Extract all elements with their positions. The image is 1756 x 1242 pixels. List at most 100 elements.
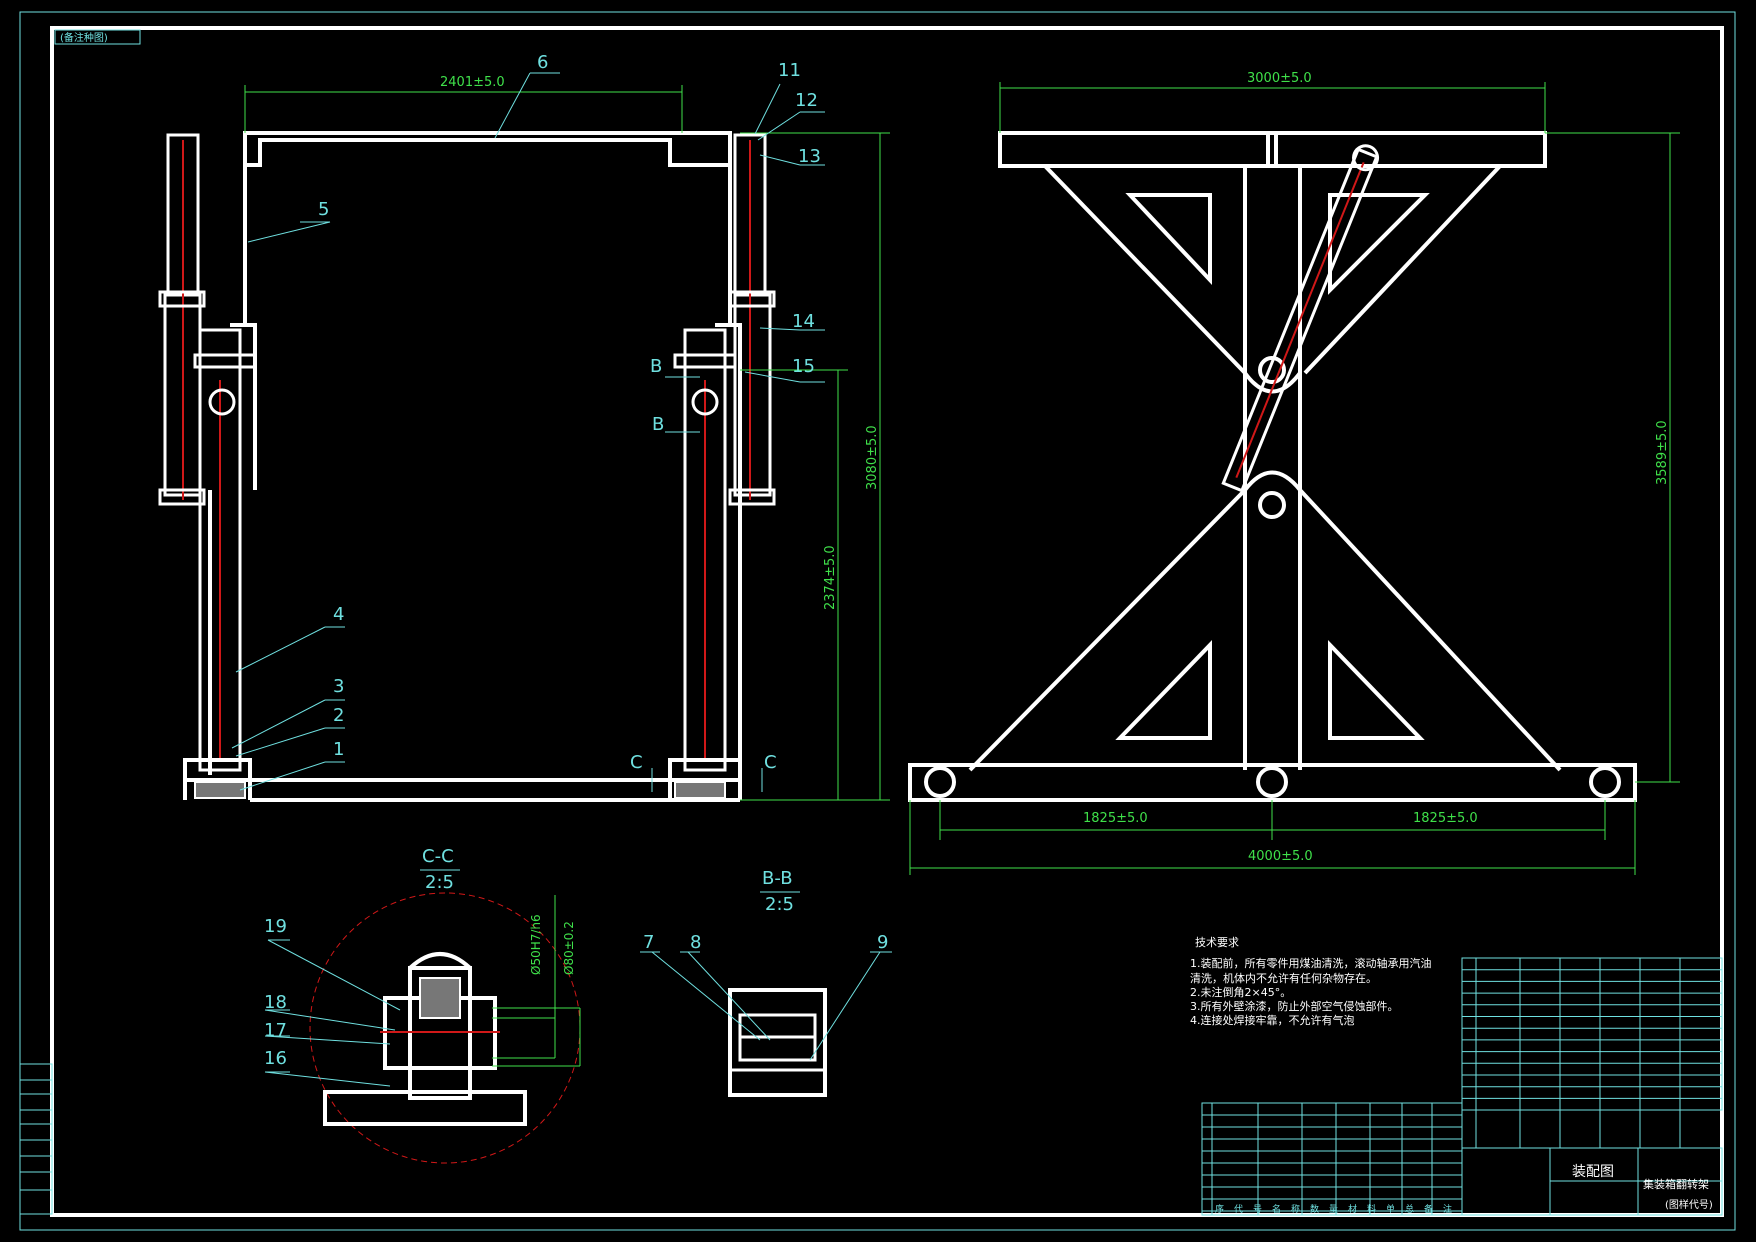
cc-dims	[492, 895, 581, 1067]
front-part-numbers: 6 5 4 3 2 1 11 12 13 14 15 B B C C	[318, 52, 821, 773]
dim-top-width-right: 3000±5.0	[1247, 71, 1312, 86]
part-number: 4	[333, 604, 344, 625]
product-name: 集装箱翻转架	[1643, 1177, 1709, 1191]
left-collar-top	[158, 290, 206, 308]
table-header-cell: 材	[1348, 1203, 1357, 1215]
bb-housing	[728, 988, 827, 1097]
parts-list-lower	[1201, 1102, 1463, 1216]
lower-left-window	[1115, 640, 1212, 740]
section-mark-b: B	[650, 356, 662, 377]
front-dims	[244, 85, 890, 801]
table-header-cell: 料	[1367, 1203, 1376, 1215]
bb-scale: 2:5	[765, 894, 794, 915]
side-view: 3000±5.0 3589±5.0 1825±5.0 1825±5.0 4000…	[908, 71, 1680, 875]
table-header-cell: 名	[1272, 1203, 1281, 1215]
dim-height-right: 3589±5.0	[1655, 420, 1670, 485]
cc-base-plate	[323, 1090, 527, 1126]
front-view: 2401±5.0 3080±5.0 2374±5.0 6 5 4 3 2	[158, 52, 890, 802]
table-header-cell: 单	[1386, 1203, 1395, 1215]
part-number: 13	[798, 146, 821, 167]
pivot-upper	[1258, 356, 1286, 384]
part-number: 8	[690, 932, 701, 953]
section-mark-c: C	[630, 752, 643, 773]
table-header-cell: 称	[1291, 1203, 1300, 1215]
corner-tag-box	[54, 29, 141, 45]
section-mark-b: B	[652, 414, 664, 435]
right-base-block	[674, 781, 726, 799]
part-number: 19	[264, 916, 287, 937]
diagonal-cylinder	[1221, 144, 1380, 493]
table-header-cell: 总	[1405, 1203, 1414, 1215]
front-leaders	[231, 72, 825, 792]
part-number: 11	[778, 60, 801, 81]
right-pin	[691, 388, 719, 416]
tech-line: 2.未注倒角2×45°。	[1190, 985, 1291, 999]
cc-cap	[408, 952, 472, 970]
base-rail	[183, 758, 742, 802]
side-dims	[909, 82, 1680, 875]
cc-part-numbers: 19 18 17 16	[264, 916, 287, 1069]
right-cylinder-lower	[733, 293, 772, 497]
table-header-cell: 代	[1234, 1204, 1243, 1215]
pivot-lower	[1258, 491, 1286, 519]
drawing-code: (图样代号)	[1665, 1198, 1713, 1211]
cc-leaders	[264, 939, 401, 1087]
part-number: 12	[795, 90, 818, 111]
part-number: 18	[264, 992, 287, 1013]
part-number: 1	[333, 739, 344, 760]
table-header-cell: 量	[1329, 1204, 1338, 1215]
part-number: 2	[333, 705, 344, 726]
part-number: 9	[877, 932, 888, 953]
cc-scale: 2:5	[425, 872, 454, 893]
base-wheel	[1256, 766, 1288, 798]
part-number: 3	[333, 676, 344, 697]
left-pin	[208, 388, 236, 416]
left-collar-mid	[193, 353, 257, 369]
tech-title: 技术要求	[1195, 936, 1239, 949]
tech-line: 1.装配前，所有零件用煤油清洗，滚动轴承用汽油	[1190, 956, 1432, 970]
dim-base-half-right: 1825±5.0	[1413, 811, 1478, 826]
table-header-cell: 序	[1215, 1203, 1224, 1215]
right-collar-bot	[728, 488, 776, 506]
side-top-beam	[998, 131, 1547, 168]
dim-base-total: 4000±5.0	[1248, 849, 1313, 864]
dim-top-width-left: 2401±5.0	[440, 75, 505, 90]
base-wheel	[1589, 766, 1621, 798]
table-header-cell: 号	[1253, 1204, 1262, 1215]
left-column	[208, 133, 257, 775]
base-wheel	[924, 766, 956, 798]
part-number: 15	[792, 356, 815, 377]
inner-border	[50, 26, 1724, 1217]
table-header-cell: 备	[1424, 1203, 1433, 1215]
part-number: 16	[264, 1048, 287, 1069]
tech-requirements: 技术要求 1.装配前，所有零件用煤油清洗，滚动轴承用汽油 清洗，机体内不允许有任…	[1190, 936, 1432, 1027]
upper-right-window	[1328, 193, 1430, 295]
corner-tag: (备注种图)	[60, 31, 108, 44]
dim-height-left-lower: 2374±5.0	[823, 545, 838, 610]
right-collar-mid	[673, 353, 737, 369]
drawing-name: 装配图	[1572, 1164, 1614, 1180]
right-inner-rod	[683, 328, 727, 772]
cc-title: C-C	[422, 846, 454, 867]
upper-frame	[1043, 164, 1502, 490]
dim-height-left-total: 3080±5.0	[865, 425, 880, 490]
upper-left-window	[1125, 193, 1212, 286]
outer-border	[19, 11, 1736, 1231]
lower-frame	[968, 488, 1562, 772]
dim-base-half-left: 1825±5.0	[1083, 811, 1148, 826]
cc-core	[419, 977, 461, 1019]
section-bb: B-B 2:5 7 8 9	[640, 868, 892, 1097]
part-number: 5	[318, 199, 329, 220]
left-base-block	[194, 781, 246, 799]
section-cc: C-C 2:5 Ø50H7/h6 Ø80±0.2 19 18 17 16	[264, 846, 581, 1164]
binding-strip	[19, 1063, 53, 1215]
right-collar-top	[728, 290, 776, 308]
left-inner-rod	[198, 328, 242, 772]
table-header-cell: 注	[1443, 1203, 1452, 1215]
part-number: 6	[537, 52, 548, 73]
title-block	[1461, 1147, 1723, 1216]
bb-part-numbers: 7 8 9	[643, 932, 888, 953]
left-collar-bot	[158, 488, 206, 506]
table-header-cell: 数	[1310, 1203, 1319, 1215]
